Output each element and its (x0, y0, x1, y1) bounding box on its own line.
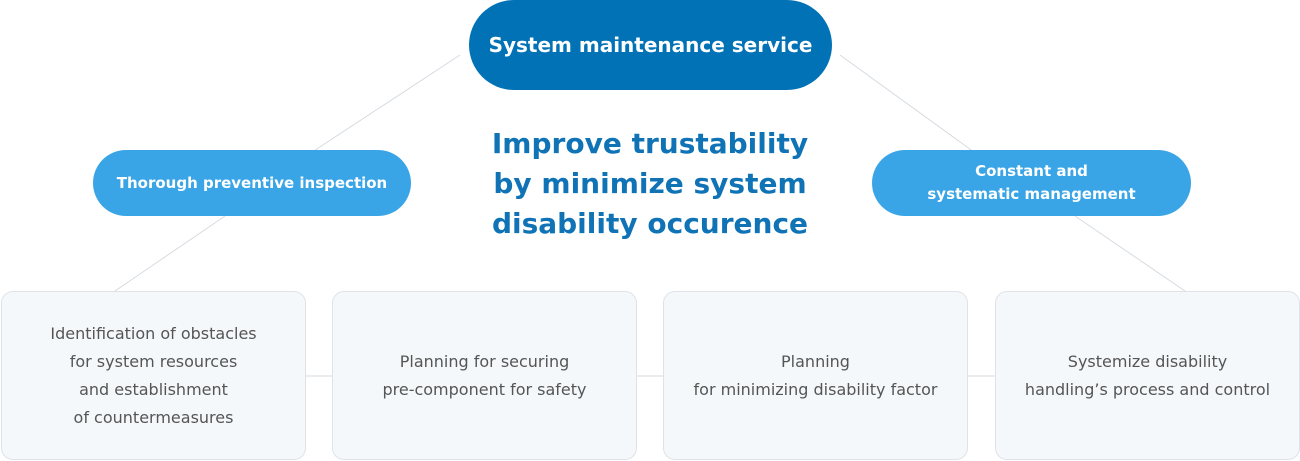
systemize-handling-box: Systemize disability handling’s process … (995, 291, 1300, 460)
securing-pre-component-box: Planning for securing pre-component for … (332, 291, 637, 460)
minimizing-disability-box-text: Planning for minimizing disability facto… (693, 351, 938, 399)
securing-pre-component-box-text: Planning for securing pre-component for … (382, 351, 587, 399)
identification-box: Identification of obstacles for system r… (1, 291, 306, 460)
identification-box-text: Identification of obstacles for system r… (50, 323, 257, 427)
connector-left-to-boxes (114, 215, 226, 292)
connector-top-to-left (299, 54, 461, 161)
systematic-management-label: Constant and systematic management (927, 162, 1136, 203)
system-maintenance-service-label: System maintenance service (488, 33, 813, 57)
system-maintenance-service-pill: System maintenance service (469, 0, 832, 90)
center-heading: Improve trustability by minimize system … (491, 127, 809, 240)
preventive-inspection-pill: Thorough preventive inspection (93, 150, 411, 216)
connector-right-to-boxes (1074, 215, 1186, 292)
connector-top-to-right (839, 54, 986, 161)
systemize-handling-box-text: Systemize disability handling’s process … (1024, 351, 1271, 399)
minimizing-disability-box: Planning for minimizing disability facto… (663, 291, 968, 460)
preventive-inspection-label: Thorough preventive inspection (116, 173, 388, 192)
systematic-management-pill: Constant and systematic management (872, 150, 1191, 216)
